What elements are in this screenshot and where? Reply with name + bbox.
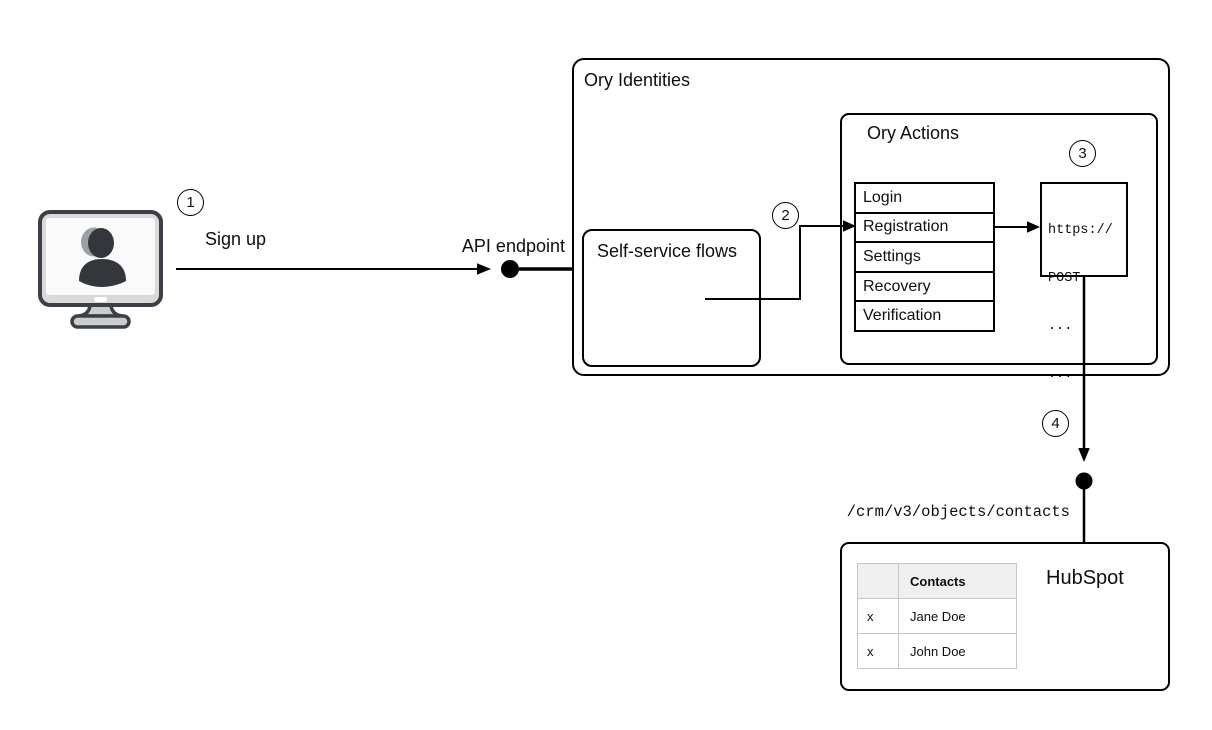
code-line: ...	[1048, 319, 1073, 334]
table-row: x John Doe	[857, 633, 1017, 669]
step-2-badge: 2	[772, 202, 799, 229]
flow-item-verification: Verification	[854, 300, 995, 332]
code-line: ...	[1048, 367, 1073, 382]
monitor-stand-base	[70, 314, 131, 329]
contacts-table-header-row: Contacts	[857, 563, 1017, 599]
step-3-badge: 3	[1069, 140, 1096, 167]
row-marker-cell: x	[857, 633, 899, 669]
arrowhead-right	[477, 263, 491, 275]
row-marker-cell: x	[857, 598, 899, 634]
ory-actions-title: Ory Actions	[867, 123, 960, 143]
table-row: x Jane Doe	[857, 598, 1017, 634]
contact-name-cell: Jane Doe	[898, 598, 1017, 634]
user-monitor-icon	[38, 210, 163, 329]
crm-path-label: /crm/v3/objects/contacts	[846, 503, 1070, 521]
flow-item-recovery: Recovery	[854, 270, 995, 303]
flow-item-settings: Settings	[854, 241, 995, 273]
code-line: https://	[1048, 223, 1113, 238]
api-endpoint-label: API endpoint	[461, 236, 565, 256]
hubspot-title: HubSpot	[1046, 567, 1124, 589]
contacts-table: Contacts x Jane Doe x John Doe	[857, 563, 1017, 669]
header-cell-contacts: Contacts	[898, 563, 1017, 599]
flow-item-login: Login	[854, 182, 995, 214]
step-1-badge: 1	[177, 189, 204, 216]
step-4-badge: 4	[1042, 410, 1069, 437]
contact-name-cell: John Doe	[898, 633, 1017, 669]
ory-identities-title: Ory Identities	[584, 70, 691, 90]
header-cell-empty	[857, 563, 899, 599]
user-silhouette-head	[88, 228, 114, 258]
self-service-flows-label: Self-service flows	[597, 241, 738, 261]
signup-arrow	[176, 260, 574, 278]
arrowhead-down	[1078, 448, 1090, 462]
webhook-request-box: https:// POST ... ...	[1040, 182, 1128, 382]
flows-list: Login Registration Settings Recovery Ver…	[854, 182, 995, 332]
flow-item-registration: Registration	[854, 211, 995, 244]
hubspot-endpoint-dot	[1075, 472, 1093, 490]
sign-up-label: Sign up	[205, 229, 267, 249]
monitor-button	[94, 297, 107, 302]
api-endpoint-dot	[501, 260, 519, 278]
code-line: POST	[1048, 271, 1081, 286]
user-silhouette-shoulders	[79, 259, 126, 287]
